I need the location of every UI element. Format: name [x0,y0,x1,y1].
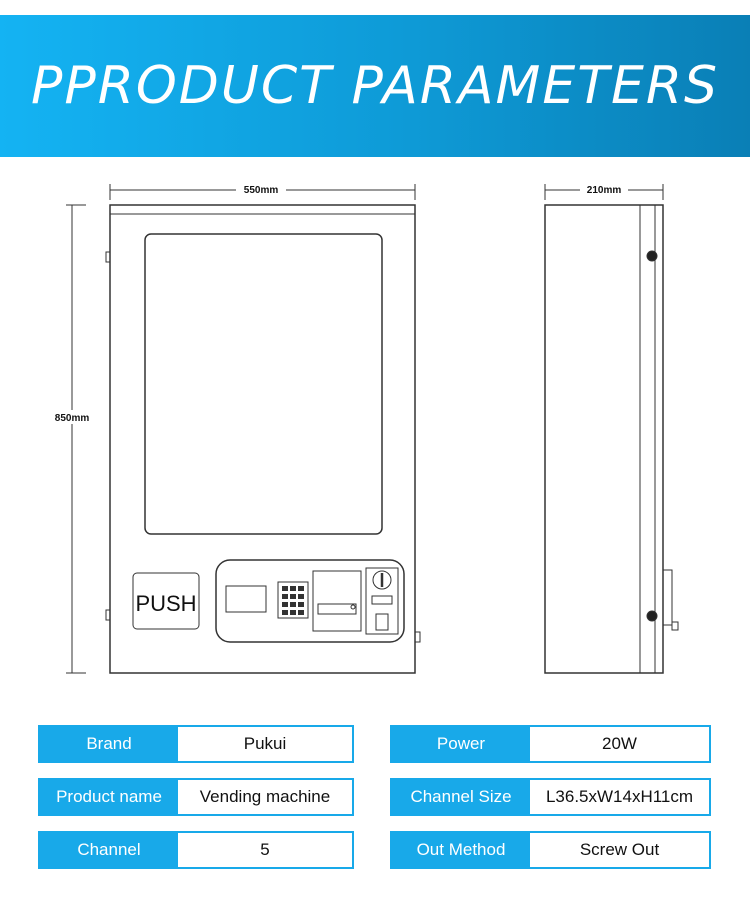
width-dimension: 550mm [109,182,416,200]
page-title: PPRODUCT PARAMETERS [31,56,719,116]
control-panel [215,559,405,643]
param-row-channel-size: Channel Size L36.5xW14xH11cm [390,778,711,816]
depth-label: 210mm [587,185,622,196]
param-key: Channel [40,833,178,867]
screen [144,233,383,535]
display-window [225,585,267,613]
lock-icon [646,250,658,262]
param-row-product-name: Product name Vending machine [38,778,354,816]
param-value: Vending machine [178,780,352,814]
technical-drawing: 550mm 850mm 210mm PUSH [48,182,679,674]
lock-icon [646,610,658,622]
param-row-brand: Brand Pukui [38,725,354,763]
width-label: 550mm [244,185,279,196]
param-value: 5 [178,833,352,867]
depth-dimension: 210mm [544,182,664,200]
param-key: Product name [40,780,178,814]
height-dimension: 850mm [48,204,96,674]
param-key: Brand [40,727,178,761]
param-key: Power [392,727,530,761]
push-label: PUSH [135,591,196,616]
param-value: 20W [530,727,709,761]
param-key: Channel Size [392,780,530,814]
coin-acceptor [365,567,399,635]
side-view [544,204,679,674]
param-value: L36.5xW14xH11cm [530,780,709,814]
param-value: Screw Out [530,833,709,867]
bill-acceptor [312,570,362,632]
param-row-power: Power 20W [390,725,711,763]
param-row-out-method: Out Method Screw Out [390,831,711,869]
push-button [132,572,200,630]
param-key: Out Method [392,833,530,867]
keypad [277,581,309,619]
param-value: Pukui [178,727,352,761]
param-row-channel: Channel 5 [38,831,354,869]
height-label: 850mm [55,413,90,424]
header-banner: PPRODUCT PARAMETERS [0,15,750,157]
front-view: PUSH [105,204,421,674]
